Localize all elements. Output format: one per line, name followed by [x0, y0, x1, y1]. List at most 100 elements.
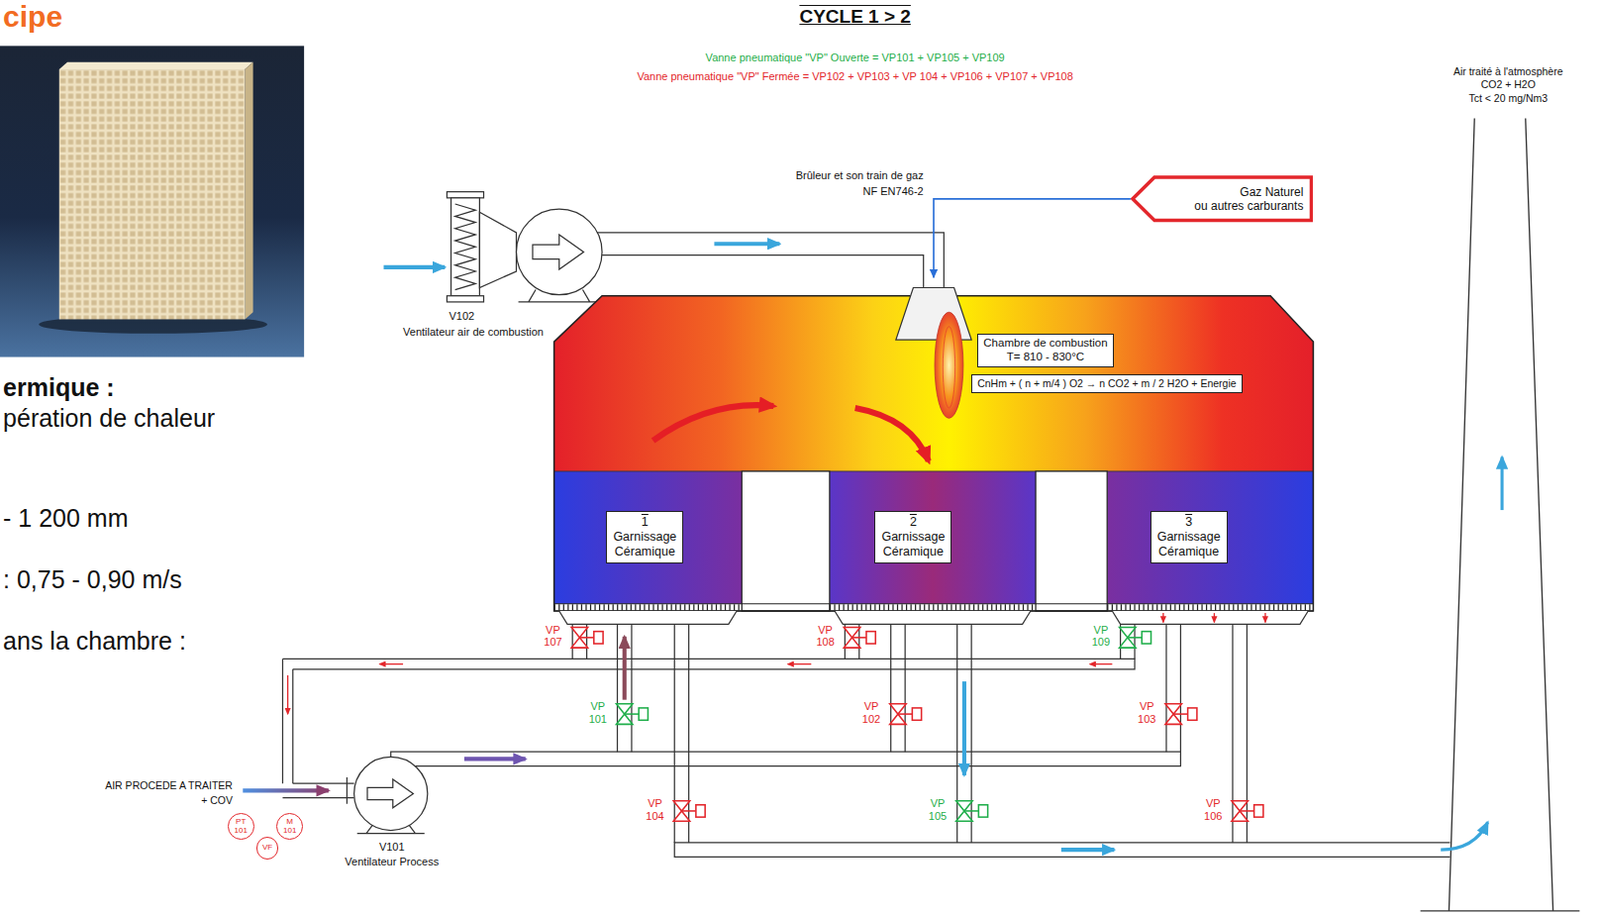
gas-line	[933, 199, 1131, 278]
valve-symbol	[1188, 707, 1198, 720]
process-fan	[354, 756, 428, 833]
combustion-fan	[532, 234, 585, 270]
air-arrow	[1061, 847, 1115, 852]
flow-arrow	[855, 407, 929, 462]
section-heading: cipe	[2, 0, 63, 35]
stack	[1420, 117, 1581, 910]
valve-symbol	[681, 809, 696, 812]
air-arrow	[384, 265, 446, 270]
inlet-label: AIR PROCEDE A TRAITER	[104, 779, 233, 792]
node-text: M 101	[283, 817, 297, 835]
node-text: Garnissage Céramique	[881, 529, 945, 560]
valve-symbol	[852, 636, 867, 639]
valve-symbol	[571, 627, 603, 649]
node-text: 1	[612, 514, 677, 530]
valve-symbol	[673, 800, 705, 822]
stack	[1420, 117, 1581, 910]
valve-label: VP 102	[861, 700, 882, 725]
bed-box: 3Garnissage Céramique	[1150, 510, 1228, 564]
valve-label: VP 101	[588, 700, 608, 725]
stack-note: Tct < 20 mg/Nm3	[1468, 92, 1548, 104]
node-text: ou autres carburants	[1194, 199, 1303, 213]
duct	[282, 623, 1450, 857]
valve-symbol	[1254, 804, 1264, 817]
valve-symbol	[1231, 800, 1264, 822]
valve-symbol	[978, 804, 988, 817]
valve-symbol	[911, 707, 921, 720]
note-text: ans la chambre :	[2, 626, 187, 656]
instrument-circle: VF	[256, 836, 280, 860]
air-arrow	[713, 241, 780, 246]
duct	[674, 623, 1247, 842]
purge-arrow	[288, 612, 1266, 714]
purge-arrow	[379, 663, 403, 665]
burner	[896, 287, 972, 418]
combustion-fan	[518, 290, 600, 302]
node-text: Garnissage Céramique	[1157, 529, 1221, 560]
part-label: NF EN746-2	[863, 185, 924, 199]
bed-box: 1Garnissage Céramique	[605, 510, 684, 564]
oxidizer-chamber	[1106, 603, 1313, 610]
purge-arrow	[1090, 663, 1113, 665]
instrument-circle: M 101	[276, 812, 303, 840]
chamber-box: Chambre de combustionT= 810 - 830°C	[977, 333, 1113, 368]
part-label: V102	[448, 309, 475, 323]
valve-legend: Vanne pneumatique "VP" Ouverte = VP101 +…	[705, 51, 1005, 65]
bed-box: 2Garnissage Céramique	[874, 510, 952, 564]
node-text: T= 810 - 830°C	[983, 350, 1107, 365]
oxidizer-chamber	[1035, 471, 1107, 611]
node-text: 2	[881, 514, 945, 530]
note-text: pération de chaleur	[2, 403, 215, 433]
purge-arrow	[1264, 612, 1266, 622]
part-label: Brûleur et son train de gaz	[796, 169, 924, 183]
combustion-fan	[446, 192, 944, 302]
tag-outline	[1132, 177, 1311, 220]
node-text: 3	[1157, 514, 1221, 530]
oxidizer-chamber	[554, 296, 1314, 611]
node-text: Gaz Naturel	[1239, 185, 1303, 200]
valve-symbol	[696, 804, 705, 817]
process-arrow	[622, 636, 627, 700]
duct	[572, 623, 1135, 659]
reaction-box: CnHm + ( n + m/4 ) O2 → n CO2 + m / 2 H2…	[971, 374, 1242, 394]
part-label: Ventilateur air de combustion	[402, 325, 544, 339]
node-text: PT 101	[234, 817, 248, 835]
stack-note: Air traité à l'atmosphère	[1453, 65, 1564, 78]
valve-symbol	[956, 800, 989, 822]
valve-symbol	[579, 636, 594, 639]
oxidizer-chamber	[554, 470, 1314, 472]
honeycomb-photo	[59, 62, 254, 70]
combustion-fan	[451, 198, 481, 297]
node-text: Garnissage Céramique	[612, 529, 677, 560]
note-text: - 1 200 mm	[2, 503, 128, 533]
process-fan	[367, 779, 413, 808]
process-fan	[354, 756, 428, 830]
node-text: CnHm + ( n + m/4 ) O2 → n CO2 + m / 2 H2…	[977, 377, 1236, 391]
process-arrow	[464, 756, 526, 761]
oxidizer-chamber	[554, 602, 1314, 604]
valve-symbol	[866, 631, 876, 644]
duct	[674, 842, 1450, 857]
stack-note: CO2 + H2O	[1481, 78, 1536, 91]
valve-symbol	[615, 703, 648, 725]
valve-symbol	[624, 712, 639, 715]
valve-symbol	[1239, 809, 1254, 812]
node-text: VF	[262, 843, 273, 852]
combustion-fan	[446, 192, 484, 199]
duct	[391, 751, 1182, 766]
purge-arrow	[1162, 612, 1164, 622]
valve-label: VP 108	[814, 623, 835, 649]
valve-label: VP 104	[644, 797, 665, 822]
oxidizer-chamber	[829, 471, 1036, 604]
process-fan	[357, 824, 425, 833]
instrument-circle: PT 101	[227, 812, 255, 840]
oxidizer-chamber	[554, 603, 743, 610]
oxidizer-chamber	[829, 603, 1036, 610]
burner	[942, 326, 955, 408]
inlet-label: + COV	[200, 794, 233, 806]
valve-label: VP 103	[1136, 700, 1157, 725]
valve-legend: Vanne pneumatique "VP" Fermée = VP102 + …	[636, 70, 1073, 84]
fuel-tag: Gaz Naturelou autres carburants	[1130, 175, 1313, 222]
valve-symbol	[638, 707, 648, 720]
